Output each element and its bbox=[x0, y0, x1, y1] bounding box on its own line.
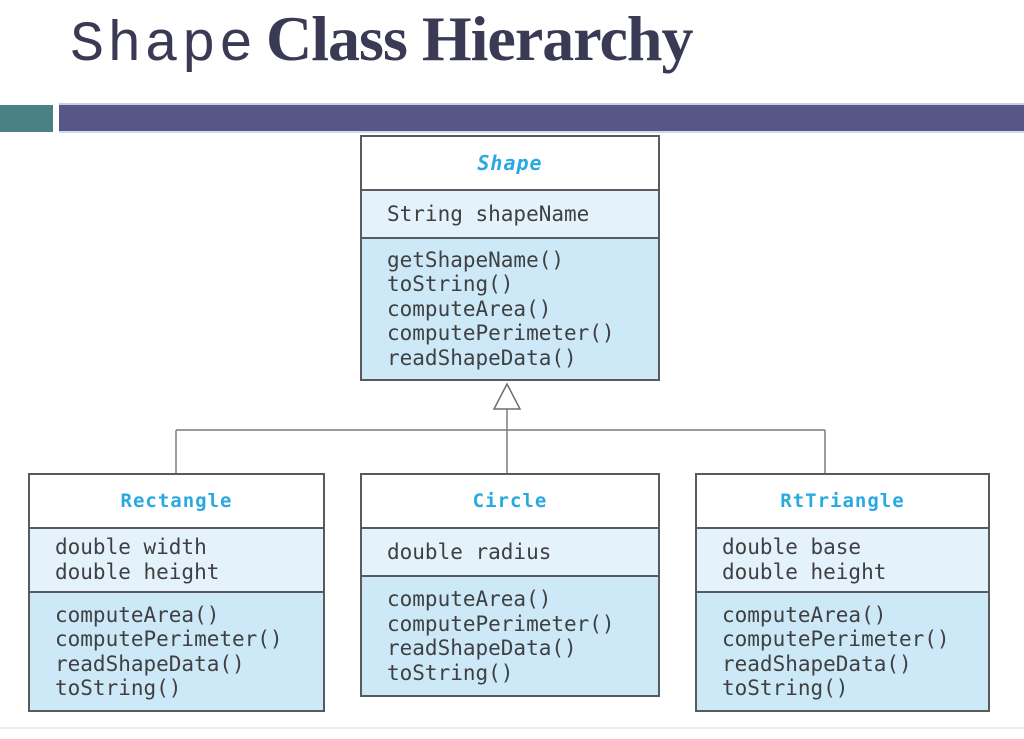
method-item: computePerimeter() bbox=[387, 321, 615, 346]
class-header: Rectangle bbox=[30, 475, 323, 529]
method-item: toString() bbox=[55, 676, 182, 700]
method-item: getShapeName() bbox=[387, 247, 565, 272]
inheritance-triangle-icon bbox=[492, 382, 522, 410]
inheritance-connector-lines bbox=[175, 382, 826, 473]
class-box-shape: Shape String shapeName getShapeName() to… bbox=[360, 135, 660, 381]
class-name: RtTriangle bbox=[780, 490, 905, 512]
class-name: Rectangle bbox=[120, 490, 233, 512]
class-fields: double base double height bbox=[697, 529, 988, 593]
method-item: computeArea() bbox=[722, 602, 887, 627]
class-fields: String shapeName bbox=[362, 191, 658, 239]
class-fields: double width double height bbox=[30, 529, 323, 593]
method-item: readShapeData() bbox=[387, 345, 577, 370]
class-methods: computeArea() computePerimeter() readSha… bbox=[30, 593, 323, 710]
method-item: readShapeData() bbox=[55, 651, 245, 676]
field-item: String shapeName bbox=[387, 201, 590, 226]
class-methods: computeArea() computePerimeter() readSha… bbox=[362, 577, 658, 695]
method-item: computePerimeter() bbox=[387, 611, 615, 636]
method-item: computePerimeter() bbox=[55, 627, 283, 651]
class-fields: double radius bbox=[362, 529, 658, 577]
class-header: RtTriangle bbox=[697, 475, 988, 529]
class-box-circle: Circle double radius computeArea() compu… bbox=[360, 473, 660, 697]
title-code-word: Shape bbox=[70, 14, 257, 78]
method-item: readShapeData() bbox=[722, 651, 912, 676]
accent-purple-bar bbox=[59, 103, 1024, 133]
class-name: Shape bbox=[477, 151, 543, 175]
field-item: double radius bbox=[387, 539, 552, 564]
method-item: toString() bbox=[722, 676, 849, 700]
method-item: computeArea() bbox=[387, 296, 552, 321]
accent-teal-block bbox=[0, 105, 53, 132]
class-methods: computeArea() computePerimeter() readSha… bbox=[697, 593, 988, 710]
method-item: toString() bbox=[387, 272, 514, 297]
field-item: double height bbox=[722, 560, 887, 584]
class-header: Circle bbox=[362, 475, 658, 529]
class-box-rttriangle: RtTriangle double base double height com… bbox=[695, 473, 990, 712]
field-item: double width bbox=[55, 535, 207, 559]
title-text: Class Hierarchy bbox=[266, 3, 693, 74]
method-item: computeArea() bbox=[387, 587, 552, 611]
method-item: computePerimeter() bbox=[722, 627, 950, 651]
class-header: Shape bbox=[362, 137, 658, 191]
field-item: double height bbox=[55, 560, 220, 584]
method-item: toString() bbox=[387, 660, 514, 685]
slide-bottom-rule bbox=[0, 727, 1024, 729]
class-methods: getShapeName() toString() computeArea() … bbox=[362, 239, 658, 379]
class-name: Circle bbox=[472, 490, 548, 512]
field-item: double base bbox=[722, 535, 862, 559]
method-item: computeArea() bbox=[55, 602, 220, 627]
method-item: readShapeData() bbox=[387, 636, 577, 660]
class-box-rectangle: Rectangle double width double height com… bbox=[28, 473, 325, 712]
